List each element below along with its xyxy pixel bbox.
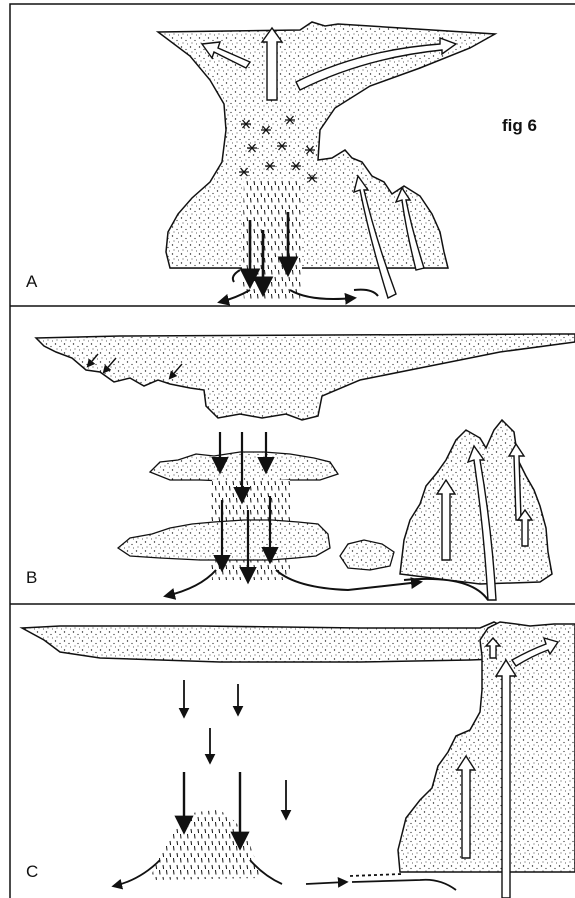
panel-label-b: B bbox=[26, 568, 37, 588]
cloud-layer-upper-b bbox=[150, 452, 338, 482]
panel-c bbox=[22, 622, 575, 898]
panel-b bbox=[36, 334, 575, 600]
panel-label-a: A bbox=[26, 272, 37, 292]
small-cumulus-b bbox=[340, 540, 394, 570]
panel-a bbox=[158, 22, 495, 302]
weak-downdraft-arrows-c bbox=[184, 680, 286, 818]
anvil-cloud-b bbox=[36, 334, 575, 420]
figure-title: fig 6 bbox=[502, 116, 537, 136]
anvil-cloud-a bbox=[158, 22, 495, 268]
dissipating-rain-c bbox=[150, 810, 260, 880]
developing-towers-b bbox=[400, 420, 552, 584]
cloud-layer-lower-b bbox=[118, 520, 330, 560]
panel-label-c: C bbox=[26, 862, 38, 882]
